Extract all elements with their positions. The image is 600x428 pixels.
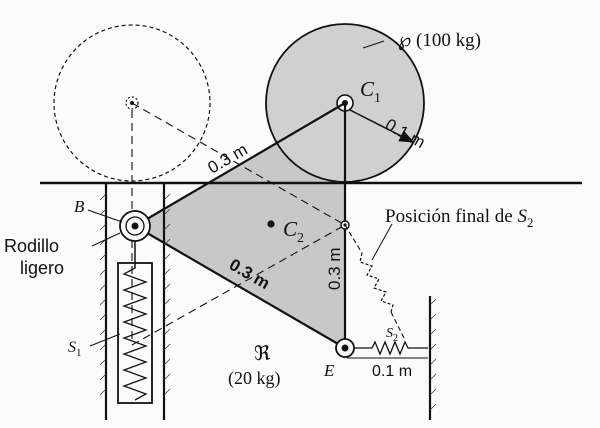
s2-label: S2: [386, 326, 398, 344]
roller-pin: [131, 222, 139, 230]
leader-final-position: [371, 223, 393, 261]
roller-label-line1: Rodillo: [4, 236, 59, 256]
c1-label: C1: [360, 77, 381, 106]
triangular-plate: [135, 103, 345, 348]
c2-label: C2: [283, 217, 304, 246]
leader-s1: [89, 333, 121, 347]
s1-label: S1: [68, 339, 82, 359]
roller-label-line2: ligero: [20, 258, 64, 278]
final-position-label: Posición final de S2: [385, 206, 533, 230]
pin-e-dot: [341, 344, 349, 352]
initial-disc-center: [125, 96, 139, 110]
leader-roller: [91, 232, 121, 247]
leader-b: [87, 209, 123, 223]
spring-s2-final: [359, 252, 394, 313]
plate-symbol-label: ℜ: [254, 343, 271, 365]
dashed-final-rod-2: [390, 311, 406, 341]
roller-ring: [125, 216, 145, 236]
wall-hatch: [429, 298, 437, 411]
mass-disc-label: ℘ (100 kg): [398, 30, 481, 51]
dim-spring-label: 0.1 m: [372, 363, 412, 380]
upper-link: [134, 102, 346, 227]
radius-arrow: [349, 109, 415, 143]
plate-mass-label: (20 kg): [228, 368, 281, 389]
b-label: B: [74, 197, 85, 216]
dashed-final-rod: [344, 224, 363, 254]
dashed-initial-line-1: [131, 102, 346, 226]
leader-disc: [362, 40, 385, 49]
e-label: E: [323, 361, 335, 380]
lower-link: [134, 225, 346, 349]
dim-vertical-label: 0.3 m: [325, 247, 344, 290]
centroid-c2: [267, 220, 275, 228]
spring-s2: [354, 340, 428, 356]
spring-s1: [122, 240, 148, 401]
